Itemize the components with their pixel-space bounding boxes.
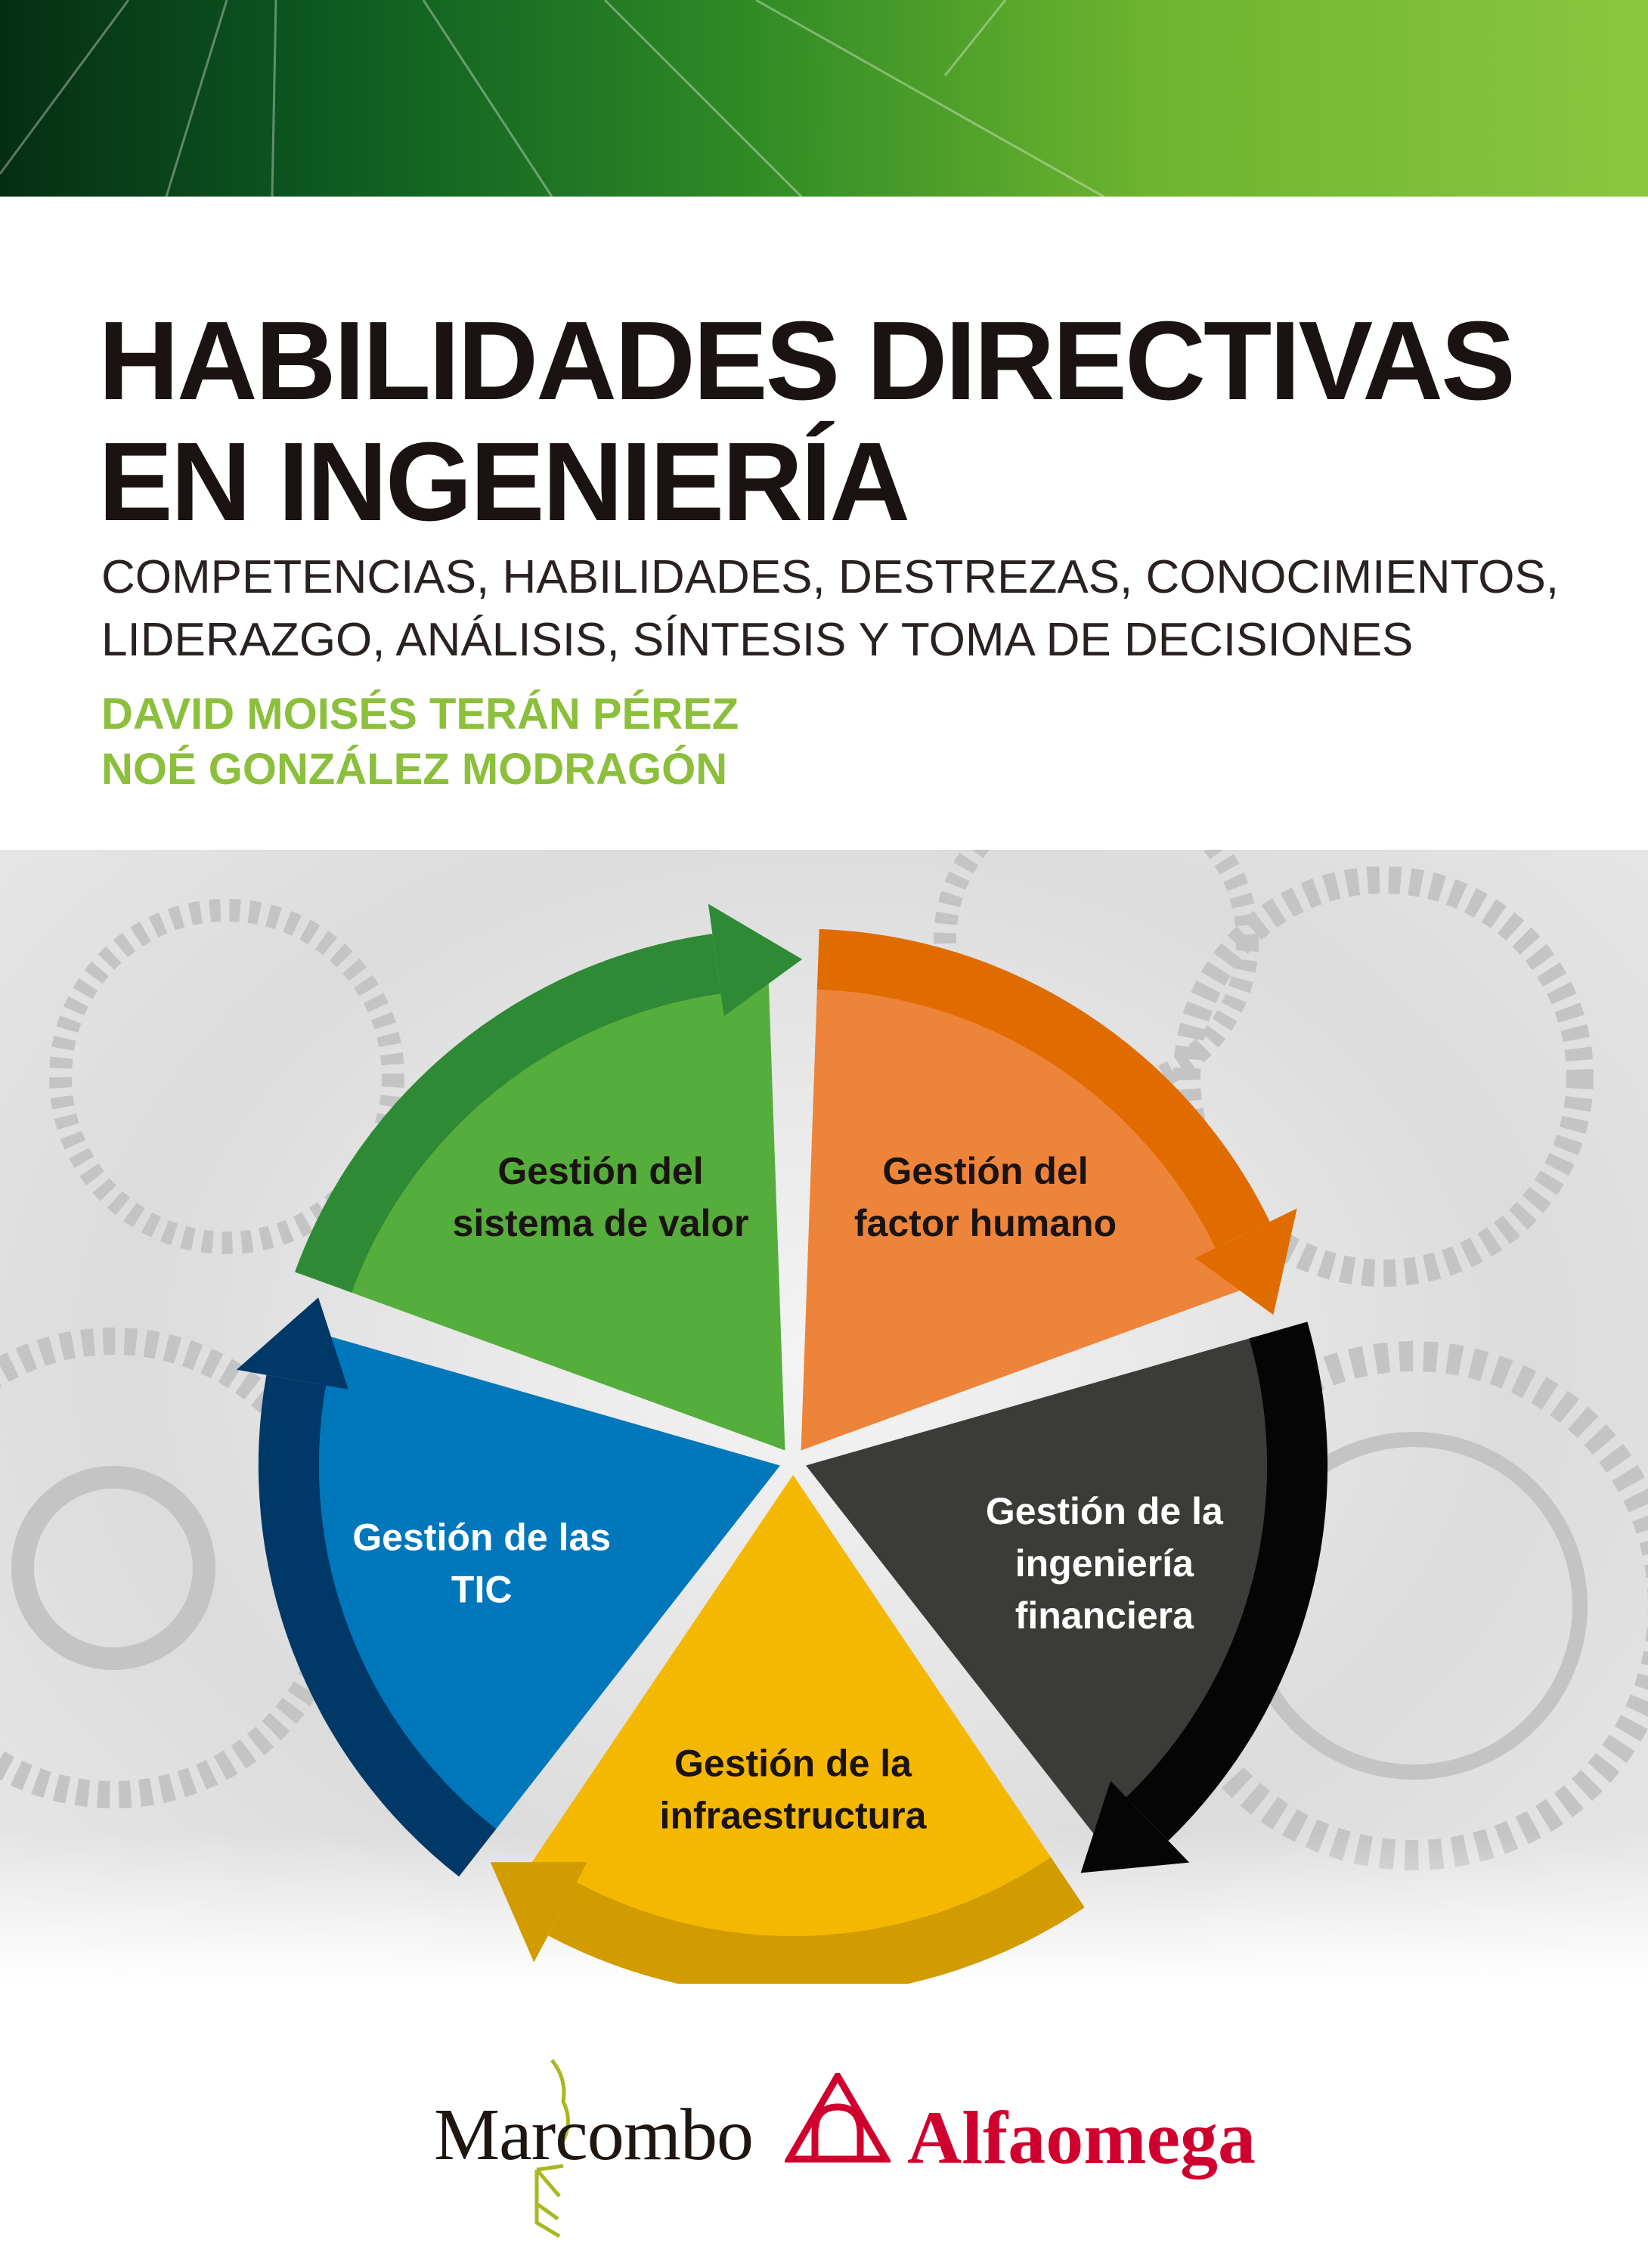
marcombo-logo: Marcombo [434, 2094, 754, 2176]
subtitle-line-2: LIDERAZGO, ANÁLISIS, SÍNTESIS Y TOMA DE … [101, 614, 1414, 666]
segment-label: Gestión del [497, 1150, 703, 1192]
segment-arrow-band [816, 928, 1270, 1249]
book-subtitle: COMPETENCIAS, HABILIDADES, DESTREZAS, CO… [101, 546, 1559, 671]
arrowhead-icon [1194, 1208, 1297, 1315]
cycle-segment: Gestión de la ingeniería financiera [806, 1321, 1328, 1873]
arrowhead-icon [1080, 1780, 1190, 1873]
cycle-segment: Gestión del factor humano [801, 928, 1297, 1451]
segment-arrow-band [295, 934, 721, 1293]
segment-label: Gestión de las [352, 1516, 611, 1558]
segment-wedge [531, 1475, 1055, 1944]
segment-label: TIC [451, 1568, 513, 1610]
author-1: DAVID MOISÉS TERÁN PÉREZ [101, 689, 739, 739]
book-title: HABILIDADES DIRECTIVAS EN INGENIERÍA [98, 299, 1516, 544]
segment-wedge [311, 1336, 780, 1836]
segment-wedge [806, 1336, 1275, 1836]
arrowhead-icon [490, 1862, 587, 1963]
cycle-segment: Gestión del sistema de valor [295, 903, 803, 1451]
cover-header-band [0, 0, 1648, 197]
arrowhead-icon [236, 1297, 348, 1390]
segment-arrow-band [1126, 1321, 1328, 1841]
header-decorative-lines [0, 0, 1104, 197]
segment-label: Gestión de la [674, 1743, 912, 1785]
authors: DAVID MOISÉS TERÁN PÉREZ NOÉ GONZÁLEZ MO… [101, 686, 739, 797]
arrowhead-icon [708, 903, 803, 1017]
subtitle-line-1: COMPETENCIAS, HABILIDADES, DESTREZAS, CO… [101, 551, 1560, 603]
segment-arrow-band [258, 1374, 497, 1877]
cycle-segment: Gestión de la infraestructura [490, 1475, 1085, 1984]
segment-wedge [344, 981, 785, 1451]
title-line-1: HABILIDADES DIRECTIVAS [98, 299, 1516, 423]
segment-label: Gestión de la [986, 1490, 1224, 1532]
segment-wedge [801, 981, 1242, 1451]
segment-label: ingeniería [1015, 1542, 1194, 1585]
segment-label: Gestión del [882, 1150, 1088, 1192]
segment-label: sistema de valor [453, 1202, 749, 1244]
author-2: NOÉ GONZÁLEZ MODRAGÓN [101, 745, 728, 794]
alfaomega-logo: Alfaomega [907, 2096, 1256, 2180]
segment-label: financiera [1015, 1594, 1194, 1637]
alfaomega-triangle-icon [785, 2073, 891, 2163]
segment-arrow-band [548, 1857, 1085, 1984]
segment-label: infraestructura [660, 1795, 928, 1837]
marcombo-leaf-icon [534, 2059, 570, 2238]
segment-label: factor humano [854, 1202, 1117, 1244]
title-line-2: EN INGENIERÍA [98, 420, 910, 544]
